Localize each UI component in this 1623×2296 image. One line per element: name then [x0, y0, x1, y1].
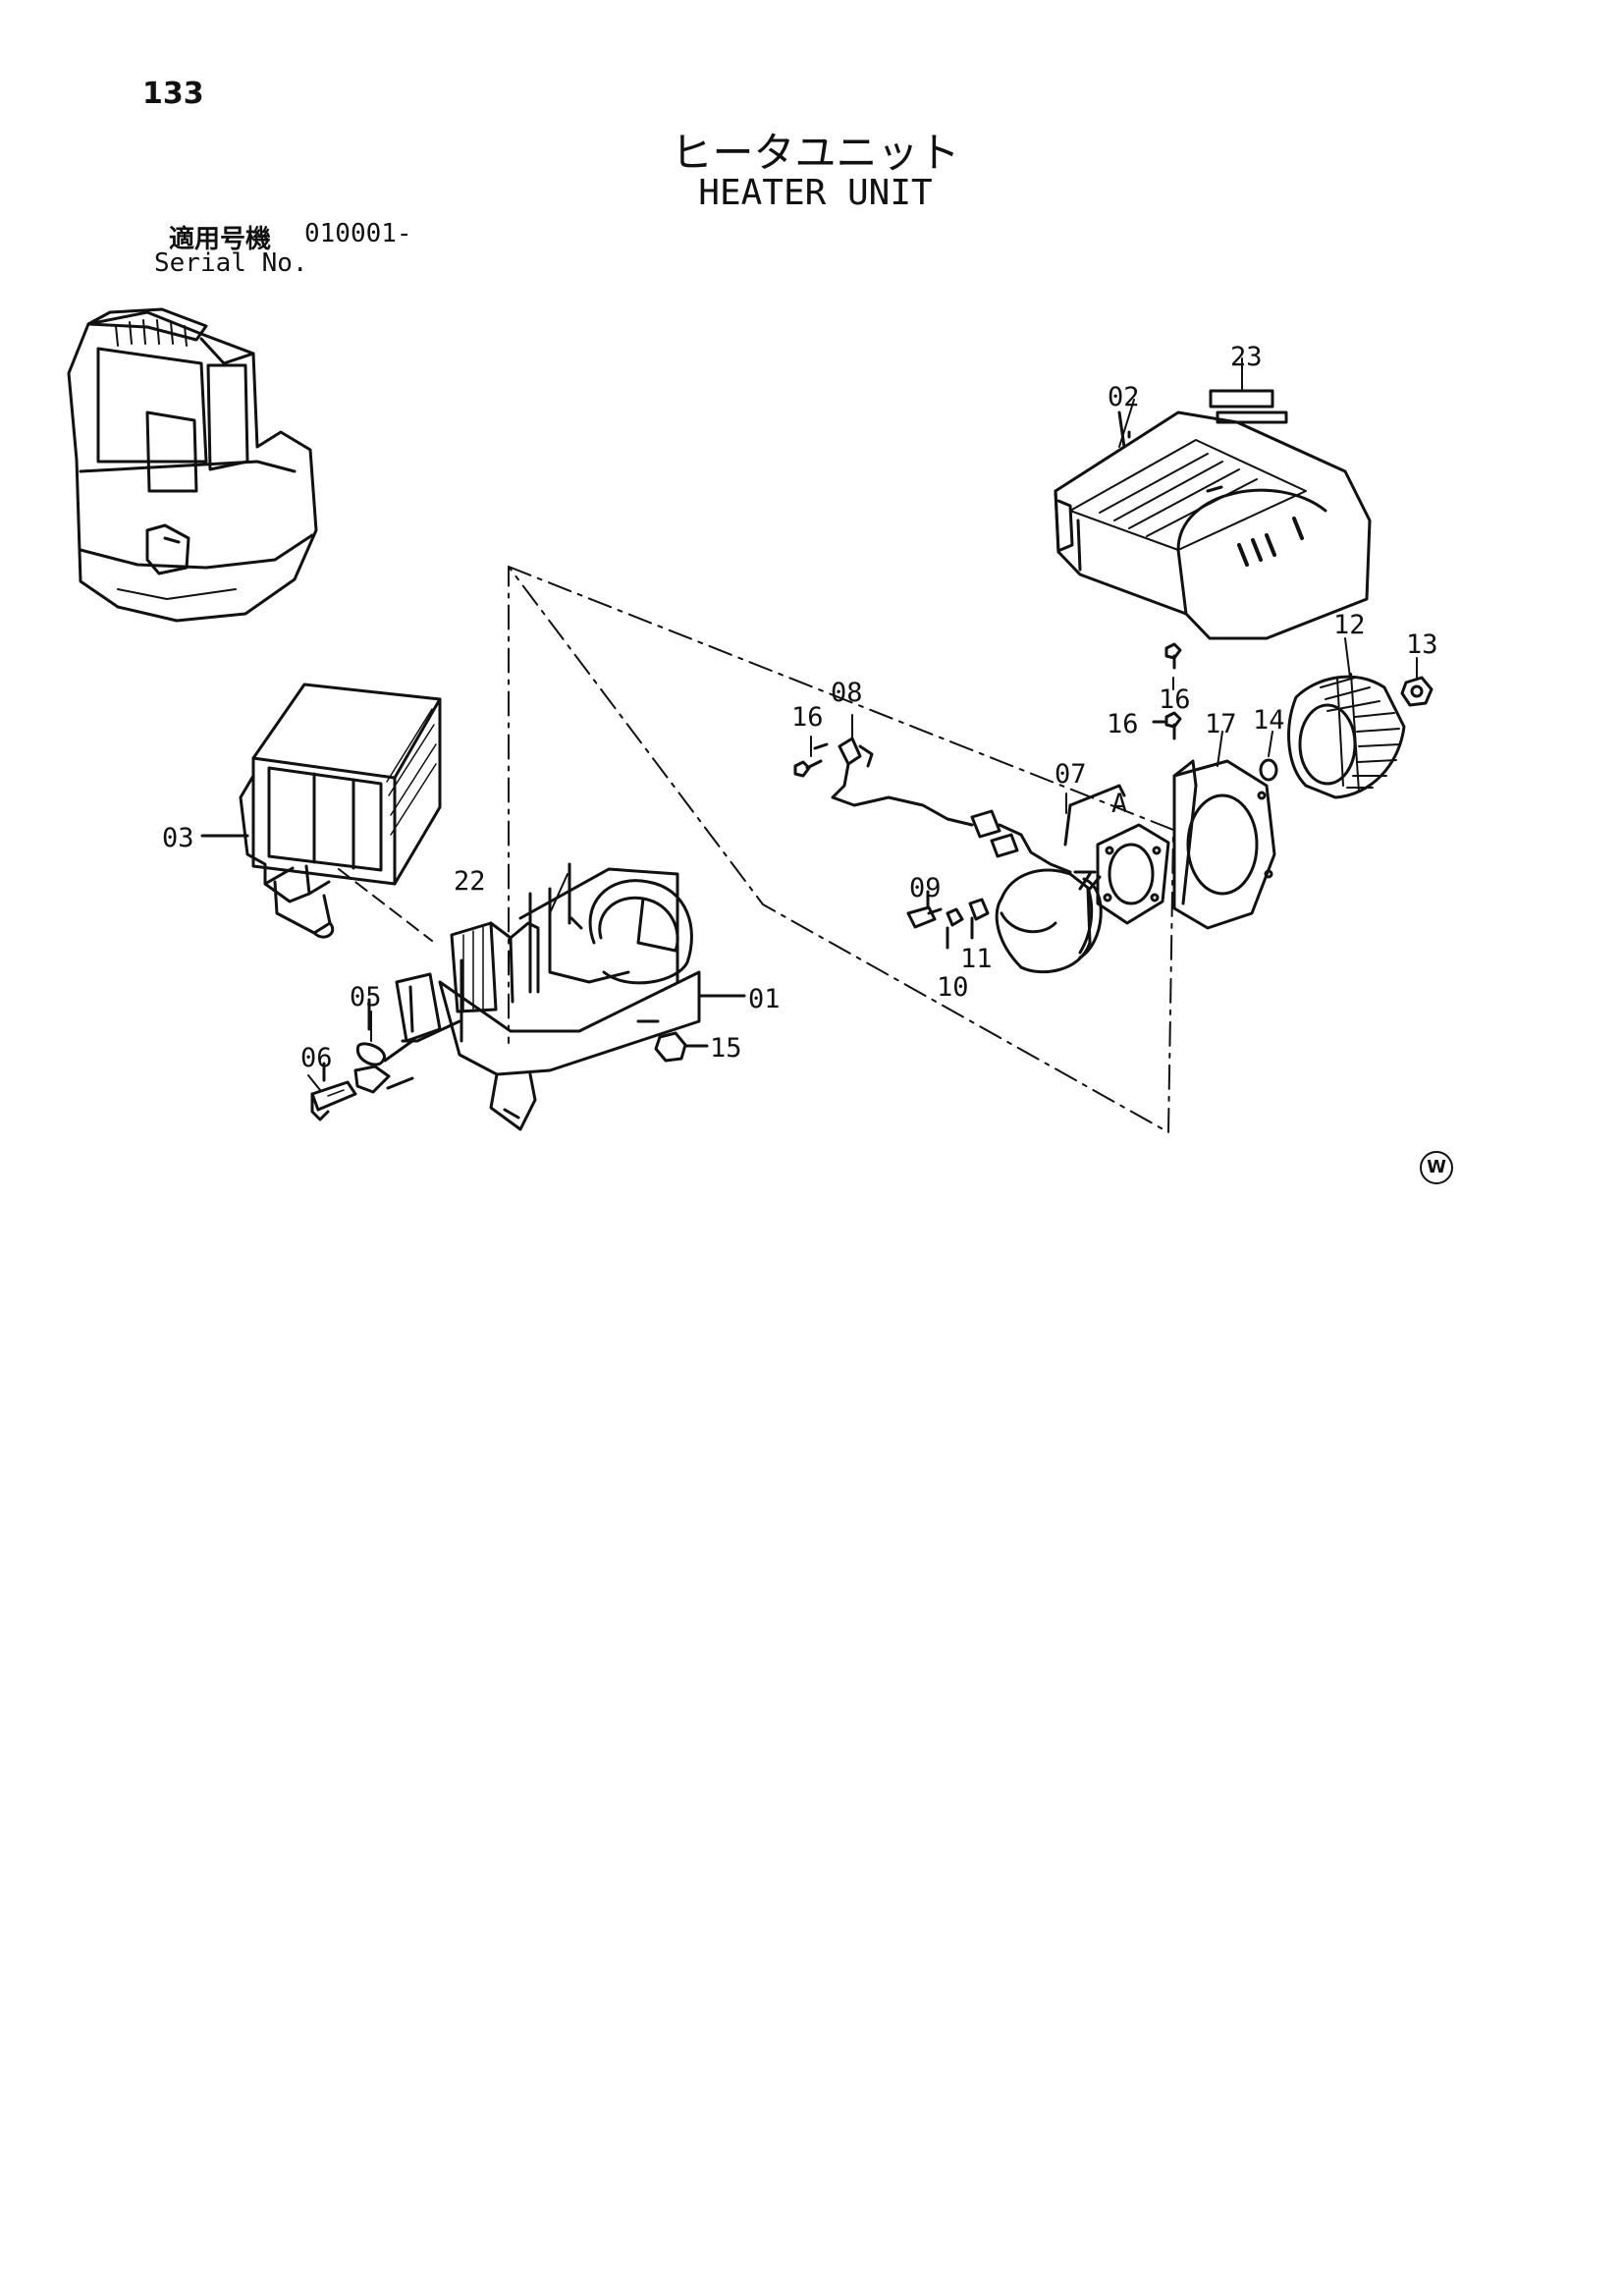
heater-unit-cover: [1054, 410, 1372, 640]
label-16-upper: 16: [1159, 684, 1191, 715]
label-05: 05: [350, 982, 382, 1012]
part-labels: 23 02 12 13 16 16 17 14 08 16 07 A 09 11…: [162, 342, 1438, 1073]
screws: [793, 642, 1182, 778]
washer-part: [1259, 758, 1278, 782]
blower-motor: [995, 784, 1126, 974]
label-08: 08: [831, 678, 863, 708]
heater-case: [401, 862, 746, 1131]
label-13: 13: [1406, 629, 1438, 660]
label-17: 17: [1205, 709, 1237, 739]
label-16-middle: 16: [1107, 709, 1139, 739]
label-15: 15: [710, 1033, 742, 1064]
serial-label-english: Serial No.: [154, 248, 308, 278]
label-01: 01: [748, 984, 781, 1014]
label-10: 10: [937, 972, 969, 1003]
label-02: 02: [1108, 382, 1140, 412]
page-title-english: HEATER UNIT: [698, 173, 933, 213]
label-22: 22: [454, 866, 486, 897]
label-07: 07: [1055, 759, 1087, 790]
bolt-washer-set: [906, 890, 990, 950]
label-11: 11: [960, 944, 993, 974]
label-14: 14: [1253, 705, 1285, 736]
fan-housing-plate: [1172, 759, 1276, 930]
label-06: 06: [300, 1043, 333, 1073]
fan-nut: [1400, 676, 1434, 707]
label-09: 09: [909, 873, 942, 903]
label-16-left: 16: [791, 702, 824, 733]
page-number: 133: [142, 77, 204, 111]
wire-harness: [813, 737, 1072, 874]
blower-fan: [1287, 673, 1406, 799]
label-view-a: A: [1111, 789, 1127, 819]
serial-number-value: 010001-: [304, 219, 412, 248]
label-23: 23: [1230, 342, 1263, 372]
catalog-mark-w: W: [1420, 1151, 1453, 1184]
page-title-japanese: ヒータユニット: [671, 129, 960, 177]
decal-part: [1209, 389, 1274, 409]
heater-core: [200, 683, 442, 942]
gasket-plate: [1096, 823, 1170, 925]
grommet-part: [654, 1031, 687, 1063]
mounting-bracket: [310, 972, 442, 1121]
machine-cab-illustration: [67, 307, 318, 623]
label-12: 12: [1333, 610, 1366, 640]
serial-label-japanese: 適用号機: [169, 225, 272, 254]
label-03: 03: [162, 823, 194, 853]
assembly-boundary-line: [508, 566, 1174, 1133]
